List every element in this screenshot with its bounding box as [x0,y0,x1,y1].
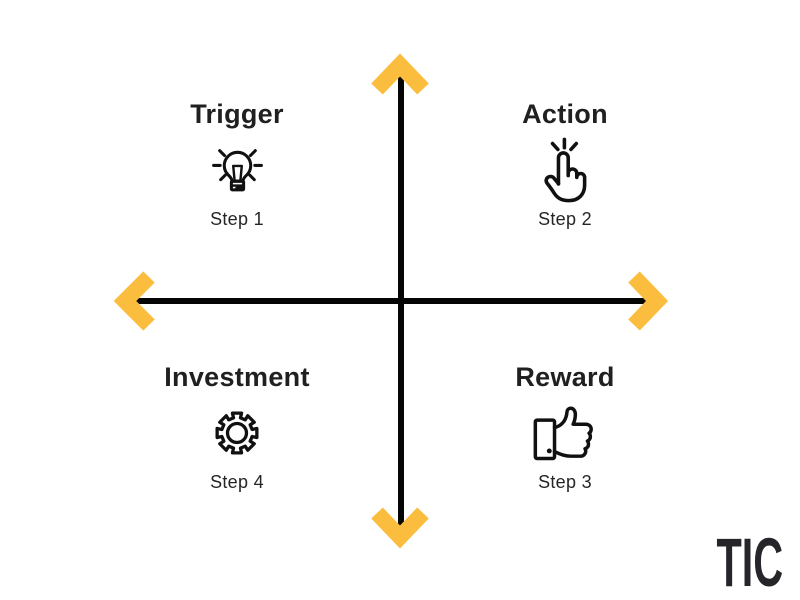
bulb-ray-top-left [217,148,226,157]
quadrant-title: Reward [515,362,615,392]
lightbulb-idea-icon [107,136,367,204]
thumb-cuff [533,417,557,460]
thumb-hand-outline [552,406,593,458]
arrow-down-icon [371,507,429,549]
bulb-ray-top-right [248,148,257,157]
gear-icon [107,399,367,467]
thumbs-up-icon [435,399,695,467]
quadrant-title: Action [522,99,608,129]
quadrant-trigger: Trigger Step 1 [107,100,367,230]
quadrant-step-label: Step 2 [538,209,592,229]
thumb-cuff-dot [546,448,552,453]
tap-index-finger [556,151,570,186]
arrow-left-icon [113,271,155,331]
tap-ray-right [569,141,579,152]
arrow-right-icon [628,271,669,331]
arrow-up-icon [371,53,429,95]
bulb-outline [222,150,252,183]
quadrant-investment: Investment Step 4 [107,363,367,493]
gear-center-hole [225,421,249,445]
gear-outline [215,411,259,455]
tap-ray-left [550,141,560,152]
quadrant-title: Trigger [190,99,284,129]
tap-hand-outline [544,167,587,203]
bulb-filament [231,164,243,182]
bulb-ray-bottom-right [247,173,256,181]
quadrant-action: Action Step 2 [435,100,695,230]
quadrant-step-label: Step 4 [210,472,264,492]
quadrant-reward: Reward Step 3 [435,363,695,493]
quadrant-step-label: Step 3 [538,472,592,492]
quadrant-step-label: Step 1 [210,209,264,229]
tic-logo: TIC [716,524,783,600]
bulb-ray-bottom-left [218,173,227,181]
tap-click-icon [435,136,695,204]
quadrant-title: Investment [164,362,310,392]
